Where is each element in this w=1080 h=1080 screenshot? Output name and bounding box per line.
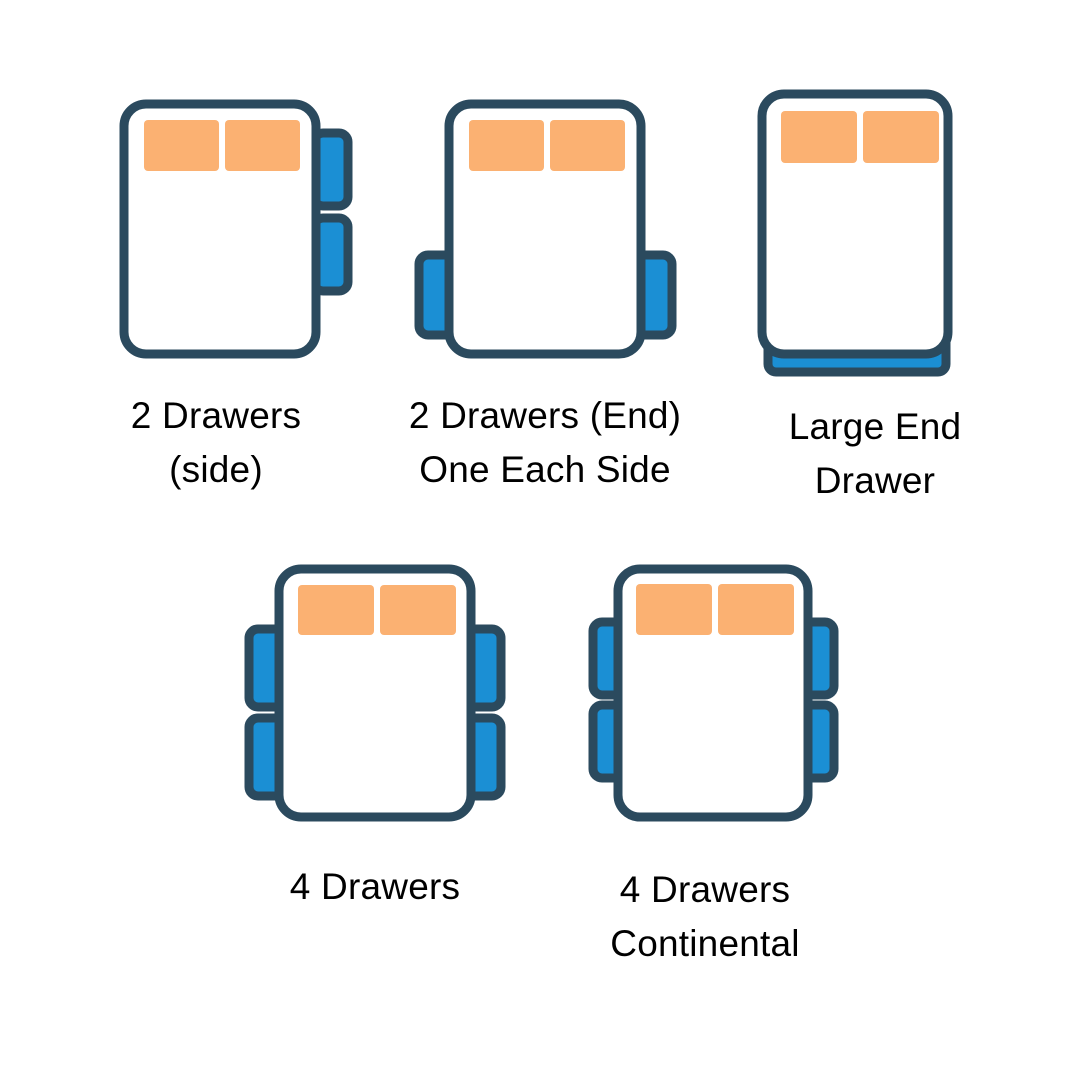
pillow-group (781, 111, 939, 163)
pillow-group (298, 585, 456, 635)
pillow-group (636, 584, 794, 635)
bed-diagram-four-drawers[interactable] (235, 550, 515, 840)
pillow-right (225, 120, 300, 171)
pillow-left (469, 120, 544, 171)
bed-diagram-four-drawers-continental[interactable] (578, 550, 848, 840)
pillow-right (550, 120, 625, 171)
bed-diagram-two-drawers-side[interactable] (100, 85, 360, 375)
bed-label-large-end-drawer: Large End Drawer (788, 406, 962, 502)
pillow-right (718, 584, 794, 635)
bed-diagram-two-drawers-end[interactable] (405, 85, 685, 375)
four-drawers-illustration (244, 564, 506, 822)
pillow-right (863, 111, 939, 163)
pillow-left (298, 585, 374, 635)
pillow-right (380, 585, 456, 635)
two-drawers-side-illustration (119, 99, 353, 359)
pillow-group (144, 120, 300, 171)
pillow-left (781, 111, 857, 163)
two-drawers-end-illustration (414, 99, 677, 359)
four-drawers-continental-illustration (588, 564, 839, 822)
pillow-group (469, 120, 625, 171)
large-end-drawer-illustration (757, 89, 953, 377)
pillow-left (636, 584, 712, 635)
bed-label-two-drawers-side: 2 Drawers (side) (130, 395, 302, 491)
bed-label-four-drawers-continental: 4 Drawers Continental (610, 869, 800, 965)
bed-diagram-large-end-drawer[interactable] (750, 80, 970, 380)
pillow-left (144, 120, 219, 171)
bed-label-four-drawers: 4 Drawers (289, 866, 461, 907)
bed-label-two-drawers-end: 2 Drawers (End) One Each Side (408, 395, 682, 491)
